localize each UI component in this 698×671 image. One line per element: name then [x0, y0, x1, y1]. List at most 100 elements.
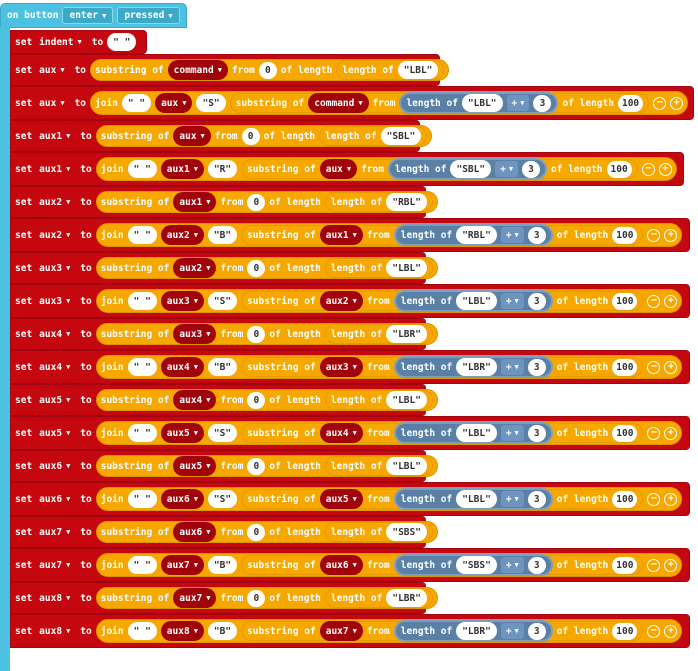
length-of-expression[interactable]: length of"LBL" [336, 60, 445, 80]
join-variable[interactable]: aux1▼ [160, 159, 204, 179]
join-string-literal[interactable]: "S" [207, 490, 238, 508]
string-literal[interactable]: "SBL" [450, 160, 492, 178]
operator-dropdown[interactable]: +▼ [500, 557, 524, 573]
arithmetic-expression[interactable]: length of"LBR"+▼3 [393, 620, 553, 642]
from-number-field[interactable]: 0 [247, 457, 266, 475]
action-dropdown[interactable]: pressed ▼ [117, 7, 180, 24]
from-number-field[interactable]: 0 [247, 193, 266, 211]
length-of-expression[interactable]: length of"LBR" [324, 324, 433, 344]
variable-dropdown[interactable]: aux7▼ [36, 555, 77, 575]
variable-dropdown[interactable]: aux▼ [36, 60, 71, 80]
source-variable[interactable]: aux7▼ [173, 588, 217, 608]
add-input-icon[interactable]: + [664, 492, 678, 506]
arithmetic-expression[interactable]: length of"SBS"+▼3 [393, 554, 553, 576]
join-string-literal[interactable]: "B" [207, 358, 238, 376]
join-variable[interactable]: aux5▼ [160, 423, 204, 443]
length-of-expression[interactable]: length of"SBL" [319, 126, 428, 146]
variable-dropdown[interactable]: aux3▼ [36, 291, 77, 311]
join-string-literal[interactable]: "B" [207, 622, 238, 640]
from-number-field[interactable]: 0 [247, 259, 266, 277]
join-string-literal[interactable]: " " [127, 292, 157, 310]
variable-dropdown[interactable]: aux6▼ [36, 489, 77, 509]
source-variable[interactable]: aux7▼ [319, 621, 363, 641]
add-input-icon[interactable]: + [664, 558, 678, 572]
remove-input-icon[interactable]: − [641, 162, 655, 176]
addend-number-field[interactable]: 3 [527, 556, 546, 574]
join-variable[interactable]: aux4▼ [160, 357, 204, 377]
on-button-event-block[interactable]: on button enter ▼ pressed ▼ [0, 3, 187, 28]
join-string-literal[interactable]: "B" [207, 556, 238, 574]
source-variable[interactable]: aux6▼ [173, 522, 217, 542]
from-number-field[interactable]: 0 [247, 589, 266, 607]
string-literal[interactable]: "LBL" [386, 391, 427, 409]
string-literal[interactable]: "LBL" [461, 94, 503, 112]
add-input-icon[interactable]: + [664, 294, 678, 308]
join-string-literal[interactable]: " " [127, 424, 157, 442]
string-literal[interactable]: "LBL" [456, 424, 497, 442]
remove-input-icon[interactable]: − [647, 558, 661, 572]
addend-number-field[interactable]: 3 [527, 490, 546, 508]
add-input-icon[interactable]: + [664, 426, 678, 440]
join-variable[interactable]: aux2▼ [160, 225, 204, 245]
operator-dropdown[interactable]: +▼ [500, 425, 524, 441]
string-literal[interactable]: "SBS" [456, 556, 497, 574]
operator-dropdown[interactable]: +▼ [500, 491, 524, 507]
join-string-literal[interactable]: "B" [207, 226, 238, 244]
string-literal[interactable]: "LBR" [456, 622, 497, 640]
join-variable[interactable]: aux7▼ [160, 555, 204, 575]
addend-number-field[interactable]: 3 [527, 358, 546, 376]
arithmetic-expression[interactable]: length of"LBL"+▼3 [393, 290, 553, 312]
variable-dropdown[interactable]: aux4▼ [36, 324, 77, 344]
string-literal[interactable]: "LBR" [386, 589, 427, 607]
add-input-icon[interactable]: + [664, 360, 678, 374]
variable-dropdown[interactable]: aux3▼ [36, 258, 77, 278]
variable-dropdown[interactable]: aux8▼ [36, 621, 77, 641]
add-input-icon[interactable]: + [664, 624, 678, 638]
join-string-literal[interactable]: " " [127, 622, 157, 640]
join-variable[interactable]: aux▼ [155, 93, 193, 113]
source-variable[interactable]: aux4▼ [173, 390, 217, 410]
string-literal[interactable]: "SBS" [386, 523, 427, 541]
variable-dropdown[interactable]: aux▼ [36, 93, 71, 113]
arithmetic-expression[interactable]: length of"LBL"+▼3 [393, 488, 553, 510]
length-number-field[interactable]: 100 [612, 226, 638, 244]
button-dropdown[interactable]: enter ▼ [62, 7, 114, 24]
length-number-field[interactable]: 100 [612, 556, 638, 574]
length-of-expression[interactable]: length of"SBS" [324, 522, 433, 542]
operator-dropdown[interactable]: +▼ [495, 161, 519, 177]
remove-input-icon[interactable]: − [647, 360, 661, 374]
variable-dropdown[interactable]: aux8▼ [36, 588, 77, 608]
source-variable[interactable]: command▼ [308, 93, 369, 113]
length-number-field[interactable]: 100 [612, 424, 638, 442]
join-string-literal[interactable]: "R" [207, 160, 238, 178]
operator-dropdown[interactable]: +▼ [500, 623, 524, 639]
string-literal[interactable]: "LBL" [397, 61, 439, 79]
string-literal[interactable]: "LBL" [456, 490, 497, 508]
join-string-literal[interactable]: "S" [207, 292, 238, 310]
source-variable[interactable]: aux▼ [319, 159, 358, 179]
remove-input-icon[interactable]: − [647, 426, 661, 440]
operator-dropdown[interactable]: +▼ [500, 293, 524, 309]
